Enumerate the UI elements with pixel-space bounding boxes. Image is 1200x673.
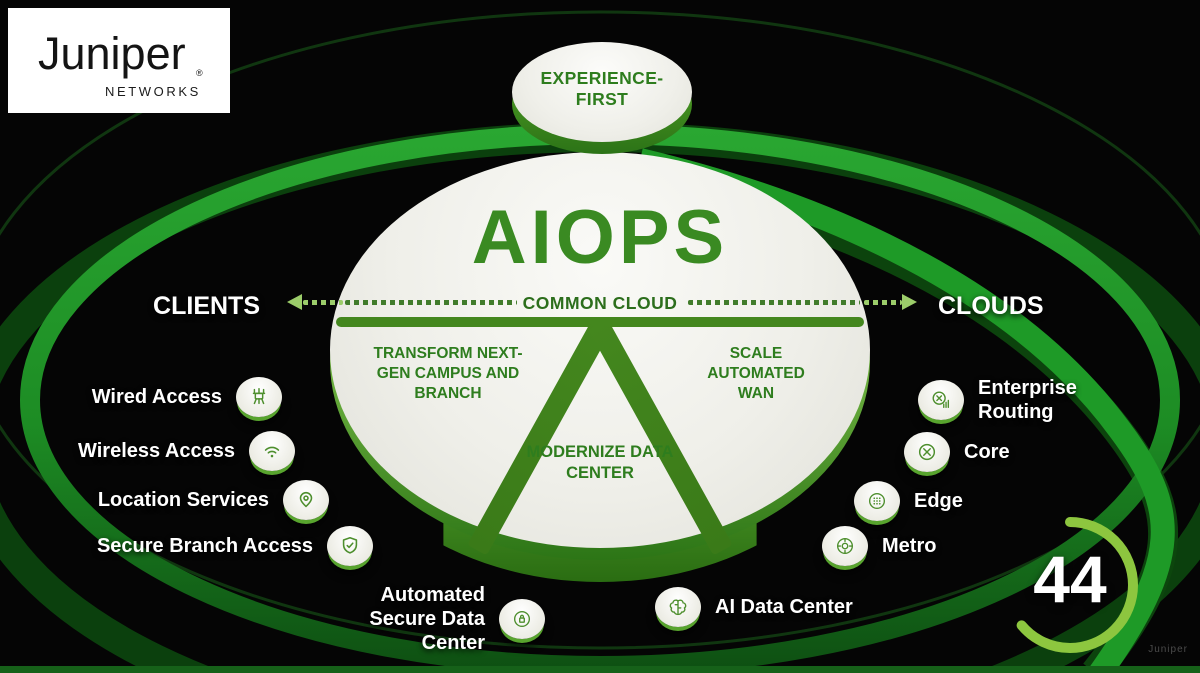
- clouds-arrow-icon: [902, 294, 917, 310]
- experience-first-label: EXPERIENCE-FIRST: [540, 68, 664, 109]
- clients-label: CLIENTS: [153, 292, 260, 320]
- registered-mark: ®: [196, 68, 203, 78]
- wireless-icon: [249, 431, 295, 471]
- edge-node-icon: [854, 481, 900, 521]
- client-item-location-services: Location Services: [80, 480, 329, 520]
- cloud-item-enterprise-routing: Enterprise Routing: [918, 376, 1100, 424]
- enterprise-routing-icon: [918, 380, 964, 420]
- disc-face: [512, 42, 692, 142]
- common-cloud-label: COMMON CLOUD: [522, 293, 678, 313]
- logo-brand-text: Juniper: [38, 28, 186, 79]
- experience-first-disc: EXPERIENCE-FIRST: [512, 42, 692, 156]
- shield-check-icon: [327, 526, 373, 566]
- timer-progress-arc: [1002, 517, 1138, 653]
- watermark: Juniper: [1148, 644, 1188, 655]
- item-label: AI Data Center: [715, 596, 853, 618]
- segment-modernize-data-center: MODERNIZE DATA CENTER: [526, 443, 674, 482]
- client-item-wireless-access: Wireless Access: [60, 431, 295, 471]
- dotted-axis-outer-left: [303, 300, 343, 305]
- metro-network-icon: [822, 526, 868, 566]
- dotted-axis-outer-right: [864, 300, 902, 305]
- cloud-item-ai-data-center: AI Data Center: [655, 587, 875, 627]
- cloud-item-edge: Edge: [854, 481, 963, 521]
- item-label: Metro: [882, 535, 937, 557]
- cloud-item-core: Core: [904, 432, 1010, 472]
- clouds-label: CLOUDS: [938, 292, 1044, 320]
- item-label: Secure Branch Access: [96, 535, 313, 557]
- core-router-icon: [904, 432, 950, 472]
- segment-transform-campus-branch: TRANSFORM NEXT-GEN CAMPUS AND BRANCH: [373, 345, 523, 402]
- clients-arrow-icon: [287, 294, 302, 310]
- segment-scale-automated-wan: SCALE AUTOMATED WAN: [707, 345, 805, 402]
- ai-brain-icon: [655, 587, 701, 627]
- faint-bottom-arc: [0, 10, 1200, 650]
- client-item-wired-access: Wired Access: [60, 377, 282, 417]
- item-label: Location Services: [97, 489, 269, 511]
- item-label: Wired Access: [91, 386, 222, 408]
- bright-swoosh: [637, 148, 1175, 673]
- dotted-axis-inner-right: [688, 300, 860, 305]
- item-label: Core: [964, 441, 1010, 463]
- location-pin-icon: [283, 480, 329, 520]
- countdown-timer-value: 44: [1033, 542, 1107, 616]
- wired-access-icon: [236, 377, 282, 417]
- bottom-green-strip: [0, 666, 1200, 673]
- logo-networks-text: NETWORKS: [105, 84, 201, 99]
- client-item-automated-secure-data-center: Automated Secure Data Center: [310, 583, 545, 655]
- item-label: Automated Secure Data Center: [369, 584, 485, 654]
- juniper-logo: Juniper ® NETWORKS: [8, 8, 230, 113]
- hub-title: AIOPS: [471, 195, 729, 280]
- secure-lock-icon: [499, 599, 545, 639]
- item-label: Wireless Access: [78, 440, 235, 462]
- item-label: Edge: [914, 490, 963, 512]
- cloud-item-metro: Metro: [822, 526, 936, 566]
- item-label: Enterprise Routing: [978, 377, 1077, 423]
- dotted-axis-inner-left: [345, 300, 517, 305]
- client-item-secure-branch-access: Secure Branch Access: [84, 526, 373, 566]
